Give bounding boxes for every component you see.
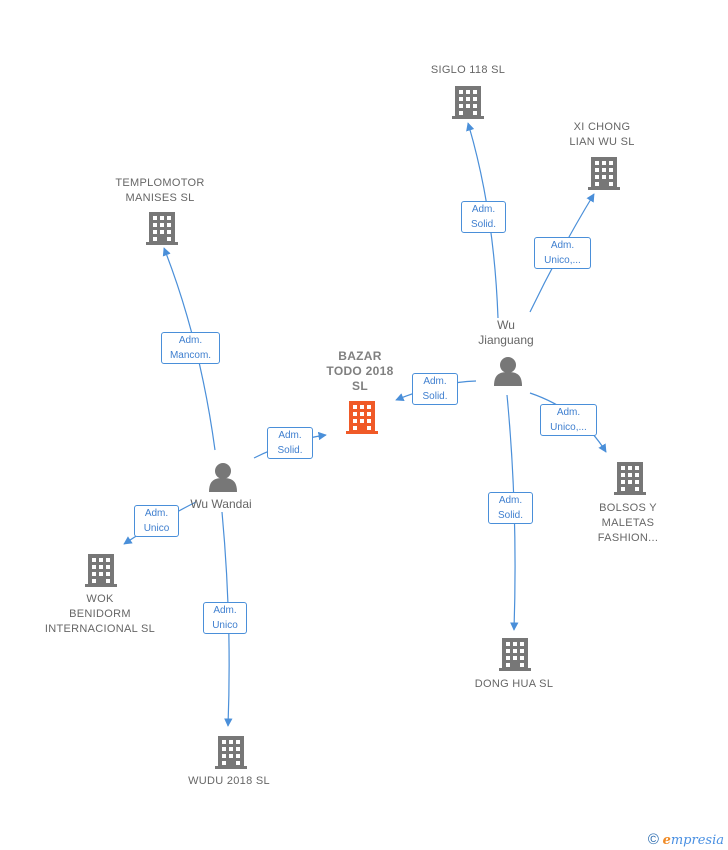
building-icon[interactable] — [499, 638, 531, 671]
company-label-wudu[interactable]: WUDU 2018 SL — [188, 775, 270, 787]
brand-logo: empresia — [662, 833, 724, 848]
building-icon[interactable] — [346, 401, 378, 434]
edge-label-jianguang-bazar: Adm.Solid. — [412, 373, 458, 405]
building-icon[interactable] — [588, 157, 620, 190]
company-label-wok[interactable]: WOK BENIDORM INTERNACIONAL SL — [44, 593, 156, 635]
edge-label-wandai-templomotor: Adm.Mancom. — [161, 332, 220, 364]
footer-brand[interactable]: © empresia — [648, 831, 724, 848]
edge-label-wandai-bazar: Adm.Solid. — [267, 427, 313, 459]
company-label-bolsos[interactable]: BOLSOS Y MALETAS FASHION... — [597, 502, 659, 544]
person-icon[interactable] — [209, 463, 237, 492]
edge-label-jianguang-donghua: Adm.Solid. — [488, 492, 533, 524]
person-label-wandai[interactable]: Wu Wandai — [190, 497, 252, 511]
copyright-icon: © — [647, 831, 659, 848]
building-icon[interactable] — [452, 86, 484, 119]
edge-label-wandai-wok: Adm.Unico — [134, 505, 179, 537]
edge-label-jianguang-bolsos: Adm.Unico,... — [540, 404, 597, 436]
building-icon[interactable] — [85, 554, 117, 587]
company-label-donghua[interactable]: DONG HUA SL — [474, 678, 554, 690]
company-label-bazar[interactable]: BAZAR TODO 2018 SL — [326, 349, 394, 393]
edge-label-wandai-wudu: Adm.Unico — [203, 602, 247, 634]
building-icon[interactable] — [146, 212, 178, 245]
edge-label-jianguang-xichong: Adm.Unico,... — [534, 237, 591, 269]
building-icon[interactable] — [215, 736, 247, 769]
company-label-templomotor[interactable]: TEMPLOMOTOR MANISES SL — [115, 177, 205, 204]
company-label-siglo[interactable]: SIGLO 118 SL — [430, 64, 506, 76]
building-icon[interactable] — [614, 462, 646, 495]
person-icon[interactable] — [494, 357, 522, 386]
person-label-jianguang[interactable]: Wu Jianguang — [478, 318, 534, 347]
edge-label-jianguang-siglo: Adm.Solid. — [461, 201, 506, 233]
company-label-xichong[interactable]: XI CHONG LIAN WU SL — [569, 121, 635, 148]
